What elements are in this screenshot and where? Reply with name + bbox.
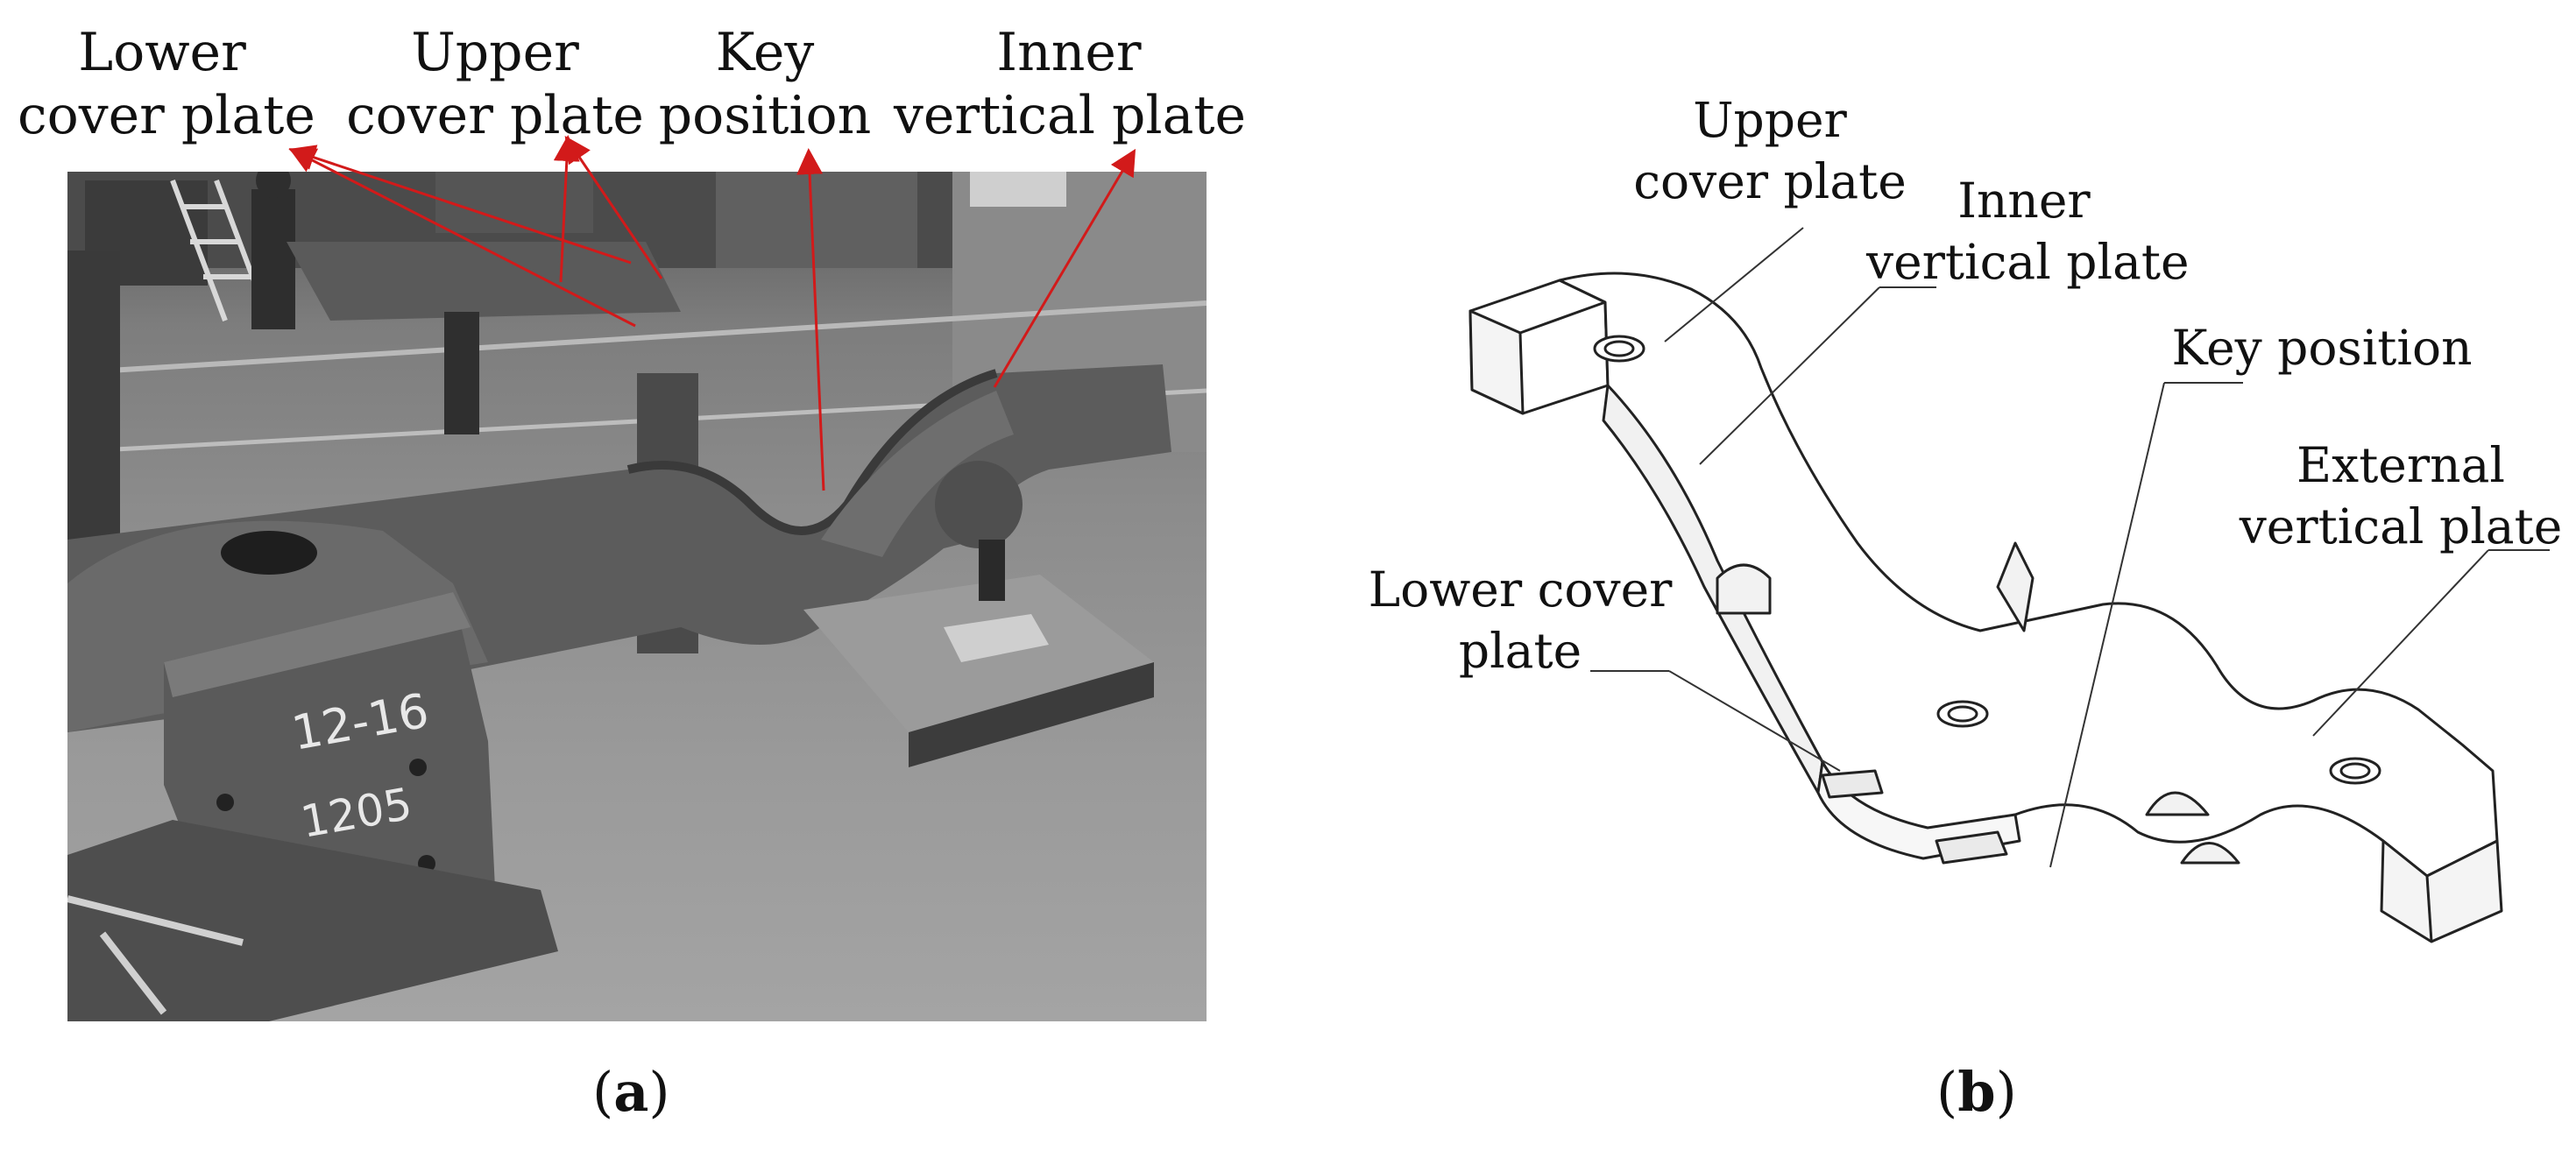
label-a-upper-cover-plate: Upper cover plate xyxy=(346,21,644,147)
label-a-key-position-line2: position xyxy=(658,85,872,146)
panel-b-leaders xyxy=(1590,227,2550,868)
label-a-inner-vertical-line2: vertical plate xyxy=(894,85,1247,146)
label-a-lower-cover-line2: cover plate xyxy=(18,85,315,146)
caption-a-letter: a xyxy=(613,1060,649,1124)
caption-b-close: ) xyxy=(1995,1060,2017,1124)
label-b-inner-vertical-line1: Inner xyxy=(1957,173,2091,229)
label-b-key-position: Key position xyxy=(2164,317,2480,378)
label-a-key-position-line1: Key xyxy=(715,22,815,83)
drawing-knuckle-2 xyxy=(2180,842,2240,865)
label-b-external-vertical-plate: External vertical plate xyxy=(2239,434,2563,557)
label-a-upper-cover-line2: cover plate xyxy=(346,85,644,146)
label-b-lower-cover-line2: plate xyxy=(1458,623,1582,679)
drawing-bracket-left xyxy=(1716,563,1772,615)
caption-b: (b) xyxy=(1936,1057,2017,1127)
label-a-inner-vertical-plate: Inner vertical plate xyxy=(894,21,1247,147)
label-a-lower-cover-line1: Lower xyxy=(78,22,246,83)
caption-a-close: ) xyxy=(648,1060,670,1124)
label-b-upper-cover-line1: Upper xyxy=(1693,92,1847,148)
label-b-external-line2: vertical plate xyxy=(2239,498,2563,554)
label-b-external-line1: External xyxy=(2296,437,2505,493)
label-b-inner-vertical-plate: Inner vertical plate xyxy=(1866,170,2190,293)
label-b-upper-cover-plate: Upper cover plate xyxy=(1630,89,1910,212)
label-a-upper-cover-line1: Upper xyxy=(411,22,579,83)
drawing-knuckle-1 xyxy=(2145,791,2210,816)
label-b-lower-cover-plate: Lower cover plate xyxy=(1362,559,1678,681)
label-b-lower-cover-line1: Lower cover xyxy=(1368,561,1673,618)
caption-a-open: ( xyxy=(592,1060,614,1124)
caption-a: (a) xyxy=(592,1057,670,1127)
label-a-lower-cover-plate: Lower cover plate xyxy=(18,21,315,147)
drawing-bracket-mid xyxy=(1996,541,2035,632)
label-b-inner-vertical-line2: vertical plate xyxy=(1866,234,2190,290)
label-a-inner-vertical-line1: Inner xyxy=(996,22,1142,83)
label-b-upper-cover-line2: cover plate xyxy=(1633,153,1907,209)
label-b-key-position-text: Key position xyxy=(2171,320,2473,376)
label-a-key-position: Key position xyxy=(655,21,874,147)
caption-b-letter: b xyxy=(1957,1060,1996,1124)
caption-b-open: ( xyxy=(1936,1060,1958,1124)
